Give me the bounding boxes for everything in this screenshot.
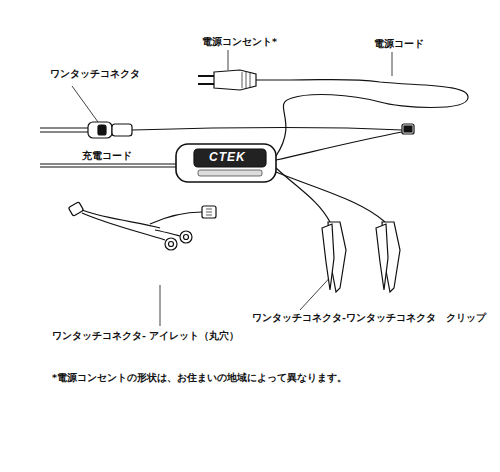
callout-label: ワンタッチコネクタ- アイレット（丸穴） [50,330,241,341]
callout-label: ワンタッチコネクタ-ワンタッチコネクタ クリップ [250,312,488,323]
callout-label: 充電コード [80,150,134,161]
callout-label: 電源コード [372,38,426,49]
callout-label: ワンタッチコネクタ [48,68,142,79]
footnote: *電源コンセントの形状は、お住まいの地域によって異なります。 [50,372,349,383]
callout-label: 電源コンセント* [200,36,279,47]
brand-logo: CTEK [207,150,248,164]
